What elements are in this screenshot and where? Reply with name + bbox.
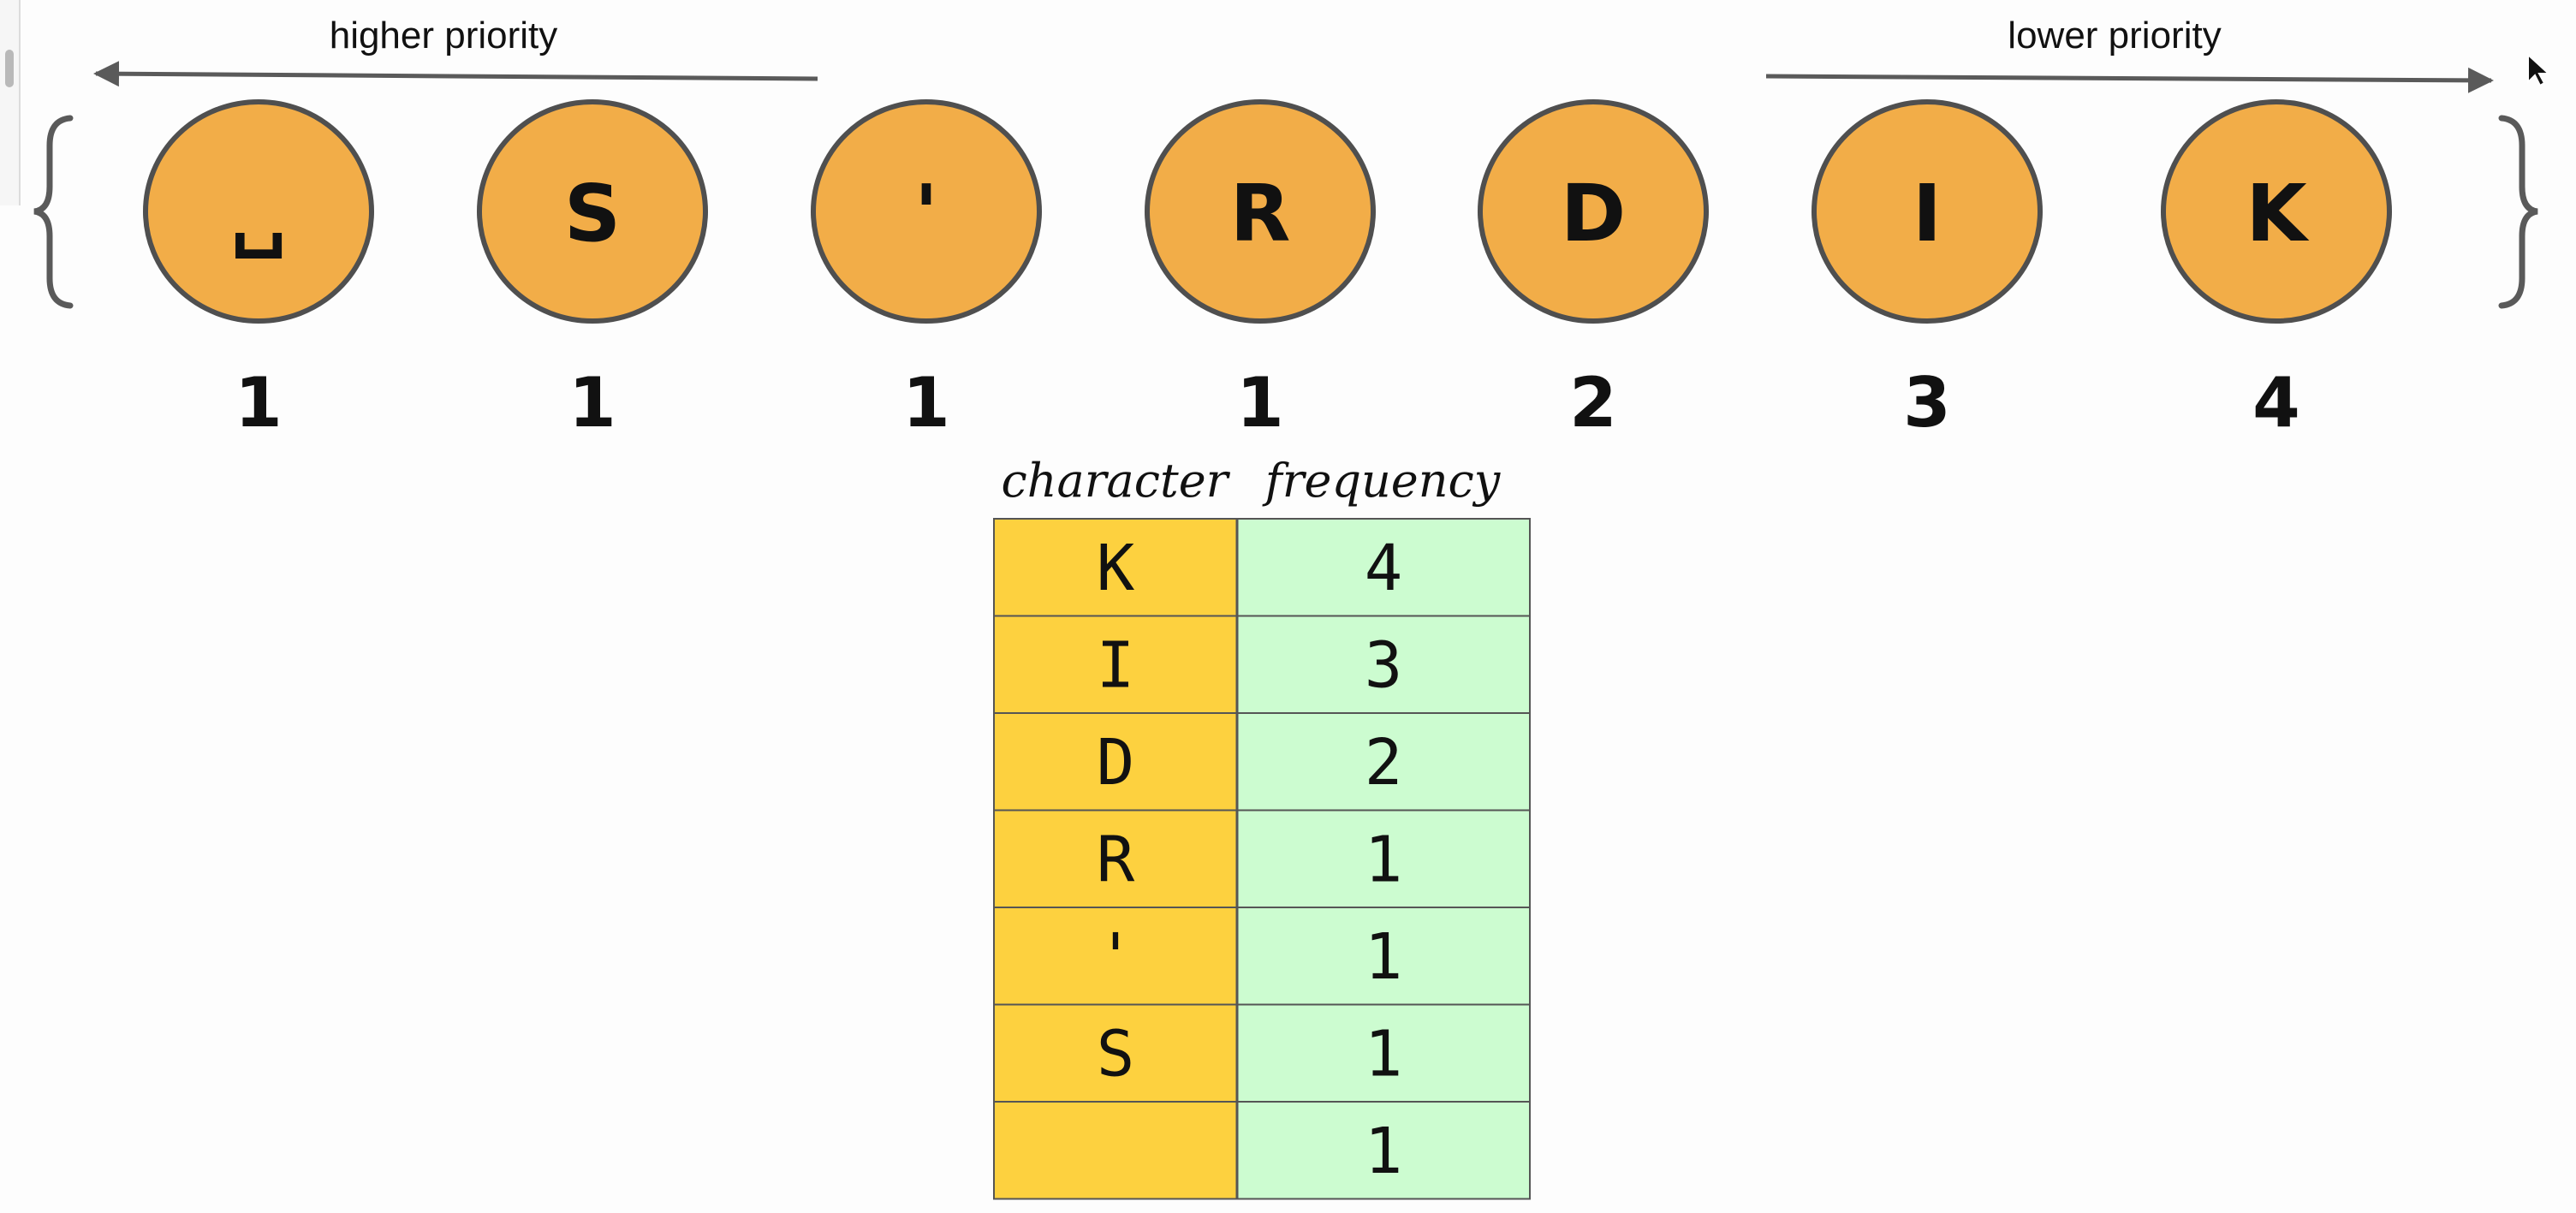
character-cell-text: K xyxy=(1097,532,1135,605)
character-cell xyxy=(993,1101,1238,1200)
lower-priority-indicator: lower priority xyxy=(1765,15,2494,93)
right-brace xyxy=(2498,115,2538,309)
queue-node: I3 xyxy=(1812,99,2043,443)
scrollbar-track[interactable] xyxy=(0,0,21,205)
character-cell xyxy=(993,615,1238,714)
character-cell xyxy=(993,809,1238,908)
character-column-header: character xyxy=(1002,454,1231,508)
queue-node-circle xyxy=(477,99,708,324)
frequency-column-header: frequency xyxy=(1262,454,1502,508)
queue-node: ␣1 xyxy=(143,99,374,443)
frequency-cell-text: 1 xyxy=(1365,1115,1403,1188)
frequency-cell xyxy=(1236,1101,1531,1200)
frequency-cell xyxy=(1236,907,1531,1006)
lower-priority-arrow xyxy=(1765,67,2494,93)
queue-node: R1 xyxy=(1145,99,1376,443)
queue-node: S1 xyxy=(477,99,708,443)
queue-node-char: R xyxy=(1230,168,1291,259)
frequency-cell xyxy=(1236,809,1531,908)
queue-node-frequency: 1 xyxy=(568,363,616,443)
frequency-cell xyxy=(1236,518,1531,617)
lower-priority-label: lower priority xyxy=(2008,15,2221,56)
higher-priority-arrow xyxy=(93,61,818,87)
queue-node-frequency: 3 xyxy=(1903,363,1951,443)
queue-node-char: D xyxy=(1561,168,1626,259)
queue-node-frequency: 1 xyxy=(902,363,950,443)
queue-node-frequency: 2 xyxy=(1569,363,1617,443)
queue-node-circle xyxy=(143,99,374,324)
queue-node-char: K xyxy=(2246,168,2310,259)
queue-node-char: I xyxy=(1913,168,1942,259)
character-cell-text: R xyxy=(1097,823,1135,896)
queue-node-char: S xyxy=(564,168,621,259)
table-row: '1 xyxy=(993,907,1531,1006)
frequency-cell-text: 1 xyxy=(1365,1017,1403,1091)
frequency-cell xyxy=(1236,1003,1531,1103)
queue-node-circle xyxy=(1478,99,1709,324)
character-cell-text: S xyxy=(1097,1017,1135,1091)
scrollbar-thumb[interactable] xyxy=(5,50,14,87)
frequency-cell-text: 1 xyxy=(1365,920,1403,994)
character-cell-text: I xyxy=(1097,628,1135,702)
queue-node-char: ␣ xyxy=(230,168,287,259)
frequency-cell-text: 2 xyxy=(1365,726,1403,800)
queue-node-circle xyxy=(2161,99,2392,324)
mouse-cursor-icon xyxy=(2527,52,2551,87)
table-row: 1 xyxy=(993,1101,1531,1200)
frequency-cell-text: 3 xyxy=(1365,628,1403,702)
queue-node-circle xyxy=(811,99,1042,324)
queue-node: '1 xyxy=(811,99,1042,443)
character-cell xyxy=(993,1003,1238,1103)
frequency-cell-text: 4 xyxy=(1365,532,1403,605)
character-cell xyxy=(993,907,1238,1006)
queue-node: K4 xyxy=(2161,99,2392,443)
queue-node: D2 xyxy=(1478,99,1709,443)
character-cell xyxy=(993,712,1238,812)
queue-node-frequency: 1 xyxy=(235,363,283,443)
queue-node-circle xyxy=(1145,99,1376,324)
character-cell-text: ' xyxy=(1097,920,1135,994)
character-cell-text: D xyxy=(1097,726,1135,800)
left-brace xyxy=(33,115,74,309)
higher-priority-indicator: higher priority xyxy=(93,15,818,87)
queue-node-frequency: 1 xyxy=(1236,363,1284,443)
queue-node-frequency: 4 xyxy=(2252,363,2300,443)
queue-node-char: ' xyxy=(914,168,938,259)
queue-node-circle xyxy=(1812,99,2043,324)
frequency-cell-text: 1 xyxy=(1365,823,1403,896)
higher-priority-label: higher priority xyxy=(330,15,558,56)
